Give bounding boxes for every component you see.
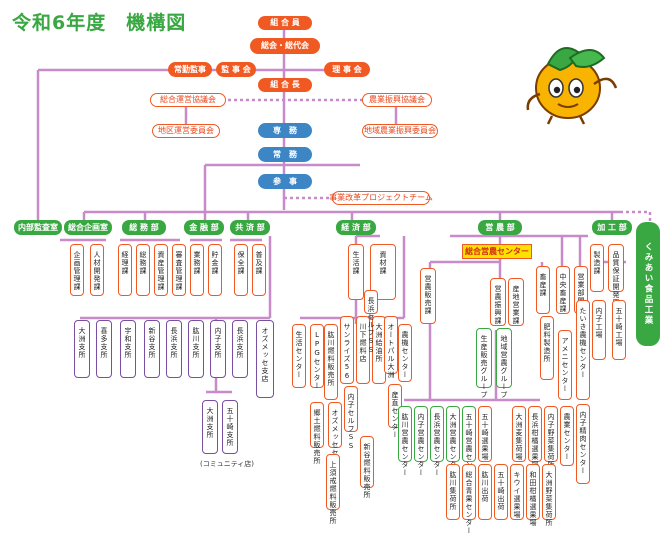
section-box: 人材開発課	[90, 244, 104, 296]
einou-unit: 大洲営農センター	[446, 406, 460, 477]
kumiaicho-box: 組 合 長	[258, 78, 312, 92]
branch-box: オズメッセ支店	[256, 320, 274, 398]
sogo-unei-kyogikai-box: 総合運営協議会	[150, 93, 226, 107]
einou-unit: 内子野菜集荷所	[544, 406, 558, 469]
sub-branch-box: 五十崎支所	[222, 400, 238, 454]
chiiki-nogyo-box: 地域農業振興委員会	[362, 124, 438, 138]
kanjikai-box: 監 事 会	[216, 62, 256, 77]
branch-box: 肱川支所	[188, 320, 204, 378]
sub-branch-box: 大洲支所	[202, 400, 218, 454]
keizai-unit: オズメッセセルフSS	[328, 402, 342, 491]
section-box: 営農振興課	[490, 278, 506, 326]
einou-unit: 肱川営農センター	[398, 406, 412, 477]
keizai-unit: 郷土燃料販売所	[310, 402, 324, 465]
section-box: 業務課	[190, 244, 204, 296]
dept-sogo-kikaku: 総合企画室	[64, 220, 112, 235]
einou-unit: 五十崎営農センター	[462, 406, 476, 485]
keizai-unit: 上須戒燃料販売所	[326, 454, 340, 525]
dept-kyosai: 共 済 部	[230, 220, 270, 235]
sogo-einou-center: 総合営農センター	[462, 244, 532, 259]
branch-box: 長浜支所	[166, 320, 182, 378]
kumiaiin-box: 組 合 員	[258, 16, 312, 30]
section-box: 産地営業課	[508, 278, 524, 326]
keizai-unit: 肱川燃料販売所	[324, 324, 338, 400]
section-box: 総務課	[136, 244, 150, 296]
einou-unit: キウイ選果場	[510, 464, 524, 520]
branch-box: 喜多支所	[96, 320, 112, 378]
einou-unit: 農業センター	[560, 406, 574, 466]
einou-unit: 生産販売グループ	[476, 328, 492, 399]
jokin-kanji-box: 常勤監事	[168, 62, 212, 77]
keizai-unit: 農機センター	[398, 324, 412, 382]
einou-unit: 五十崎出荷	[494, 464, 508, 520]
kumiai-shokuhin-kogyo: くみあい食品工業	[636, 222, 660, 346]
einou-unit: たいき農機センター	[576, 300, 590, 400]
page-title: 令和6年度 機構図	[12, 12, 187, 34]
einou-unit: 内子精肉センター	[576, 404, 590, 484]
branch-box: 長浜支所	[232, 320, 248, 378]
einou-unit: 長浜営農センター	[430, 406, 444, 477]
dept-somu: 総 務 部	[122, 220, 166, 235]
section-box: 審査管理課	[172, 244, 186, 296]
section-box: 中央畜産課	[556, 266, 570, 314]
einou-unit: 肱川出荷	[478, 464, 492, 520]
sokai-box: 総会・総代会	[250, 38, 320, 54]
section-box: 資産管理課	[154, 244, 168, 296]
einou-unit: 肥料製造所	[540, 316, 554, 380]
section-box: 製造課	[590, 244, 604, 292]
keizai-unit: 長浜セルフSS	[364, 290, 378, 355]
einou-unit: 内子工場	[592, 300, 606, 360]
dept-kinyu: 金 融 部	[184, 220, 224, 235]
rijikai-box: 理 事 会	[324, 62, 370, 77]
section-box: 貯金課	[208, 244, 222, 296]
branch-box: 内子支所	[210, 320, 226, 378]
einou-unit: 内子営農センター	[414, 406, 428, 477]
einou-unit: 和田柑橘選果場	[526, 464, 540, 527]
section-box: 営農販売課	[420, 268, 436, 324]
keizai-unit: サンライズ56	[340, 316, 354, 384]
jomu-box: 常 務	[258, 147, 312, 162]
branch-box: 新谷支所	[144, 320, 160, 378]
section-box: 経理課	[118, 244, 132, 296]
einou-unit: 肱川集荷所	[446, 464, 460, 520]
section-box: 保全課	[234, 244, 248, 296]
nogyo-shinko-box: 農業振興協議会	[362, 93, 432, 107]
section-box: 品質保証開発室	[608, 244, 624, 307]
section-box: 普及課	[252, 244, 266, 296]
einou-unit: 総合青果センター	[462, 464, 476, 535]
branch-box: 宇和支所	[120, 320, 136, 378]
dept-naibu-kansa: 内部監査室	[14, 220, 62, 235]
community-note: (コミュニティ店)	[200, 460, 255, 468]
einou-unit: 五十崎選果場	[478, 406, 492, 462]
einou-unit: 大洲麦集荷場	[512, 406, 526, 462]
section-box: 生活課	[348, 244, 364, 300]
einou-unit: 長浜柑橘選果場	[528, 406, 542, 469]
jigyo-project-box: 事業改革プロジェクトチーム	[329, 191, 433, 205]
einou-unit: アメニセンター	[558, 330, 572, 400]
keizai-unit: 新谷燃料販売所	[360, 436, 374, 499]
dept-kakou: 加 工 部	[592, 220, 632, 235]
keizai-unit: 川下燃料店	[356, 316, 370, 384]
section-box: 企画管理課	[70, 244, 84, 296]
einou-unit: 大洲野菜集荷所	[542, 464, 556, 527]
einou-unit: 五十崎工場	[612, 300, 626, 360]
keizai-unit: 内子セルフSS	[344, 386, 358, 451]
einou-unit: 地域営農グループ	[496, 328, 512, 399]
sanji-box: 参 事	[258, 174, 312, 189]
senmu-box: 専 務	[258, 123, 312, 138]
dept-keizai: 経 済 部	[336, 220, 376, 235]
mascot-image	[526, 47, 618, 125]
dept-einou: 営 農 部	[478, 220, 522, 235]
section-box: 畜産課	[536, 266, 550, 314]
keizai-unit: 生活センター	[292, 324, 306, 388]
branch-box: 大洲支所	[74, 320, 90, 378]
keizai-unit: オートパル大洲	[384, 316, 398, 379]
chiku-unei-iinkai-box: 地区運営委員会	[152, 124, 220, 138]
keizai-unit: LPGセンター	[310, 324, 324, 390]
